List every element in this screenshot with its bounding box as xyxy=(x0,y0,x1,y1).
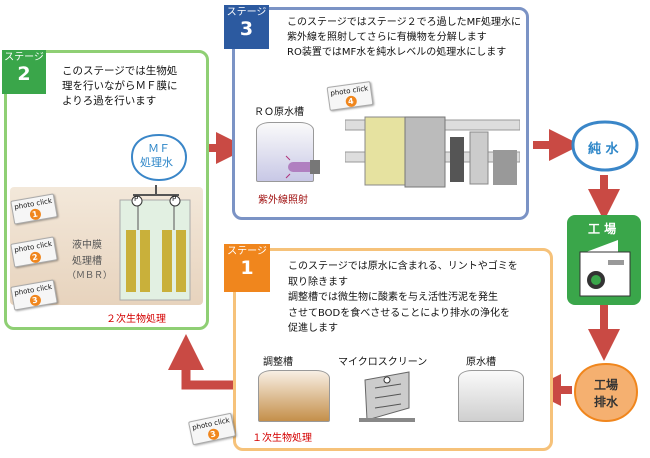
stage2-description: このステージでは生物処 理を行いながらＭＦ膜に よりろ過を行います xyxy=(62,65,178,107)
ro-tank-label: ＲＯ原水槽 xyxy=(254,107,304,118)
factory-waste-line2: 排水 xyxy=(594,395,619,409)
mf-label-line2: 処理水 xyxy=(140,156,173,169)
raw-tank-label: 原水槽 xyxy=(466,357,496,368)
stage3-badge-number: 3 xyxy=(239,18,254,40)
uv-lamp-icon xyxy=(285,155,320,179)
stage3-description: このステージではステージ２でろ過したMF処理水に 紫外線を照射してさらに有機物を… xyxy=(287,17,521,58)
ro-tank xyxy=(256,122,314,182)
photo-number: 3 xyxy=(28,294,42,307)
stage2-badge-label: ステージ xyxy=(4,52,44,63)
stage1-badge: ステージ 1 xyxy=(224,244,270,292)
chosei-tank-label: 調整槽 xyxy=(263,357,293,368)
pump-pair xyxy=(131,185,181,207)
pure-water-label: 純 水 xyxy=(588,142,619,157)
stage3-badge-label: ステージ xyxy=(226,7,267,18)
stage2-badge-number: 2 xyxy=(17,63,31,85)
photo-number: 2 xyxy=(28,251,42,264)
pump-label-right: P xyxy=(172,195,177,203)
primary-bio-label: １次生物処理 xyxy=(252,433,312,444)
pure-water-drop xyxy=(571,120,639,172)
stage1-badge-label: ステージ xyxy=(227,246,267,257)
stage2-badge: ステージ 2 xyxy=(2,50,46,94)
photo-number: 1 xyxy=(28,208,42,221)
mf-membrane-units xyxy=(119,199,191,301)
mbr-label-line2: 処理槽 xyxy=(72,256,102,267)
washing-machine-icon xyxy=(579,240,631,297)
factory-waste-line1: 工場 xyxy=(594,378,619,392)
micro-screen-label: マイクロスクリーン xyxy=(338,357,428,368)
chosei-tank xyxy=(258,370,330,422)
arrow-stage1-to-stage2 xyxy=(168,334,234,390)
factory-label: 工 場 xyxy=(588,222,617,236)
photo-number: 3 xyxy=(206,427,220,441)
mf-label-line1: ＭＦ xyxy=(148,142,170,155)
factory-waste-drop xyxy=(573,362,639,423)
photo-number: 4 xyxy=(344,95,357,108)
pump-label-left: P xyxy=(134,195,139,203)
mbr-label-line1: 液中膜 xyxy=(72,240,102,251)
mbr-label-line3: （ＭＢＲ） xyxy=(67,271,113,281)
stage1-badge-number: 1 xyxy=(240,257,254,279)
mf-water-drop xyxy=(130,133,188,182)
ro-unit xyxy=(345,116,520,188)
uv-label: 紫外線照射 xyxy=(258,195,308,206)
micro-screen-icon xyxy=(359,371,415,422)
stage3-badge: ステージ 3 xyxy=(224,5,269,49)
secondary-bio-label: ２次生物処理 xyxy=(106,314,166,325)
raw-water-tank xyxy=(458,370,524,422)
stage1-description: このステージでは原水に含まれる、リントやゴミを 取り除きます 調整槽では微生物に… xyxy=(288,261,518,334)
